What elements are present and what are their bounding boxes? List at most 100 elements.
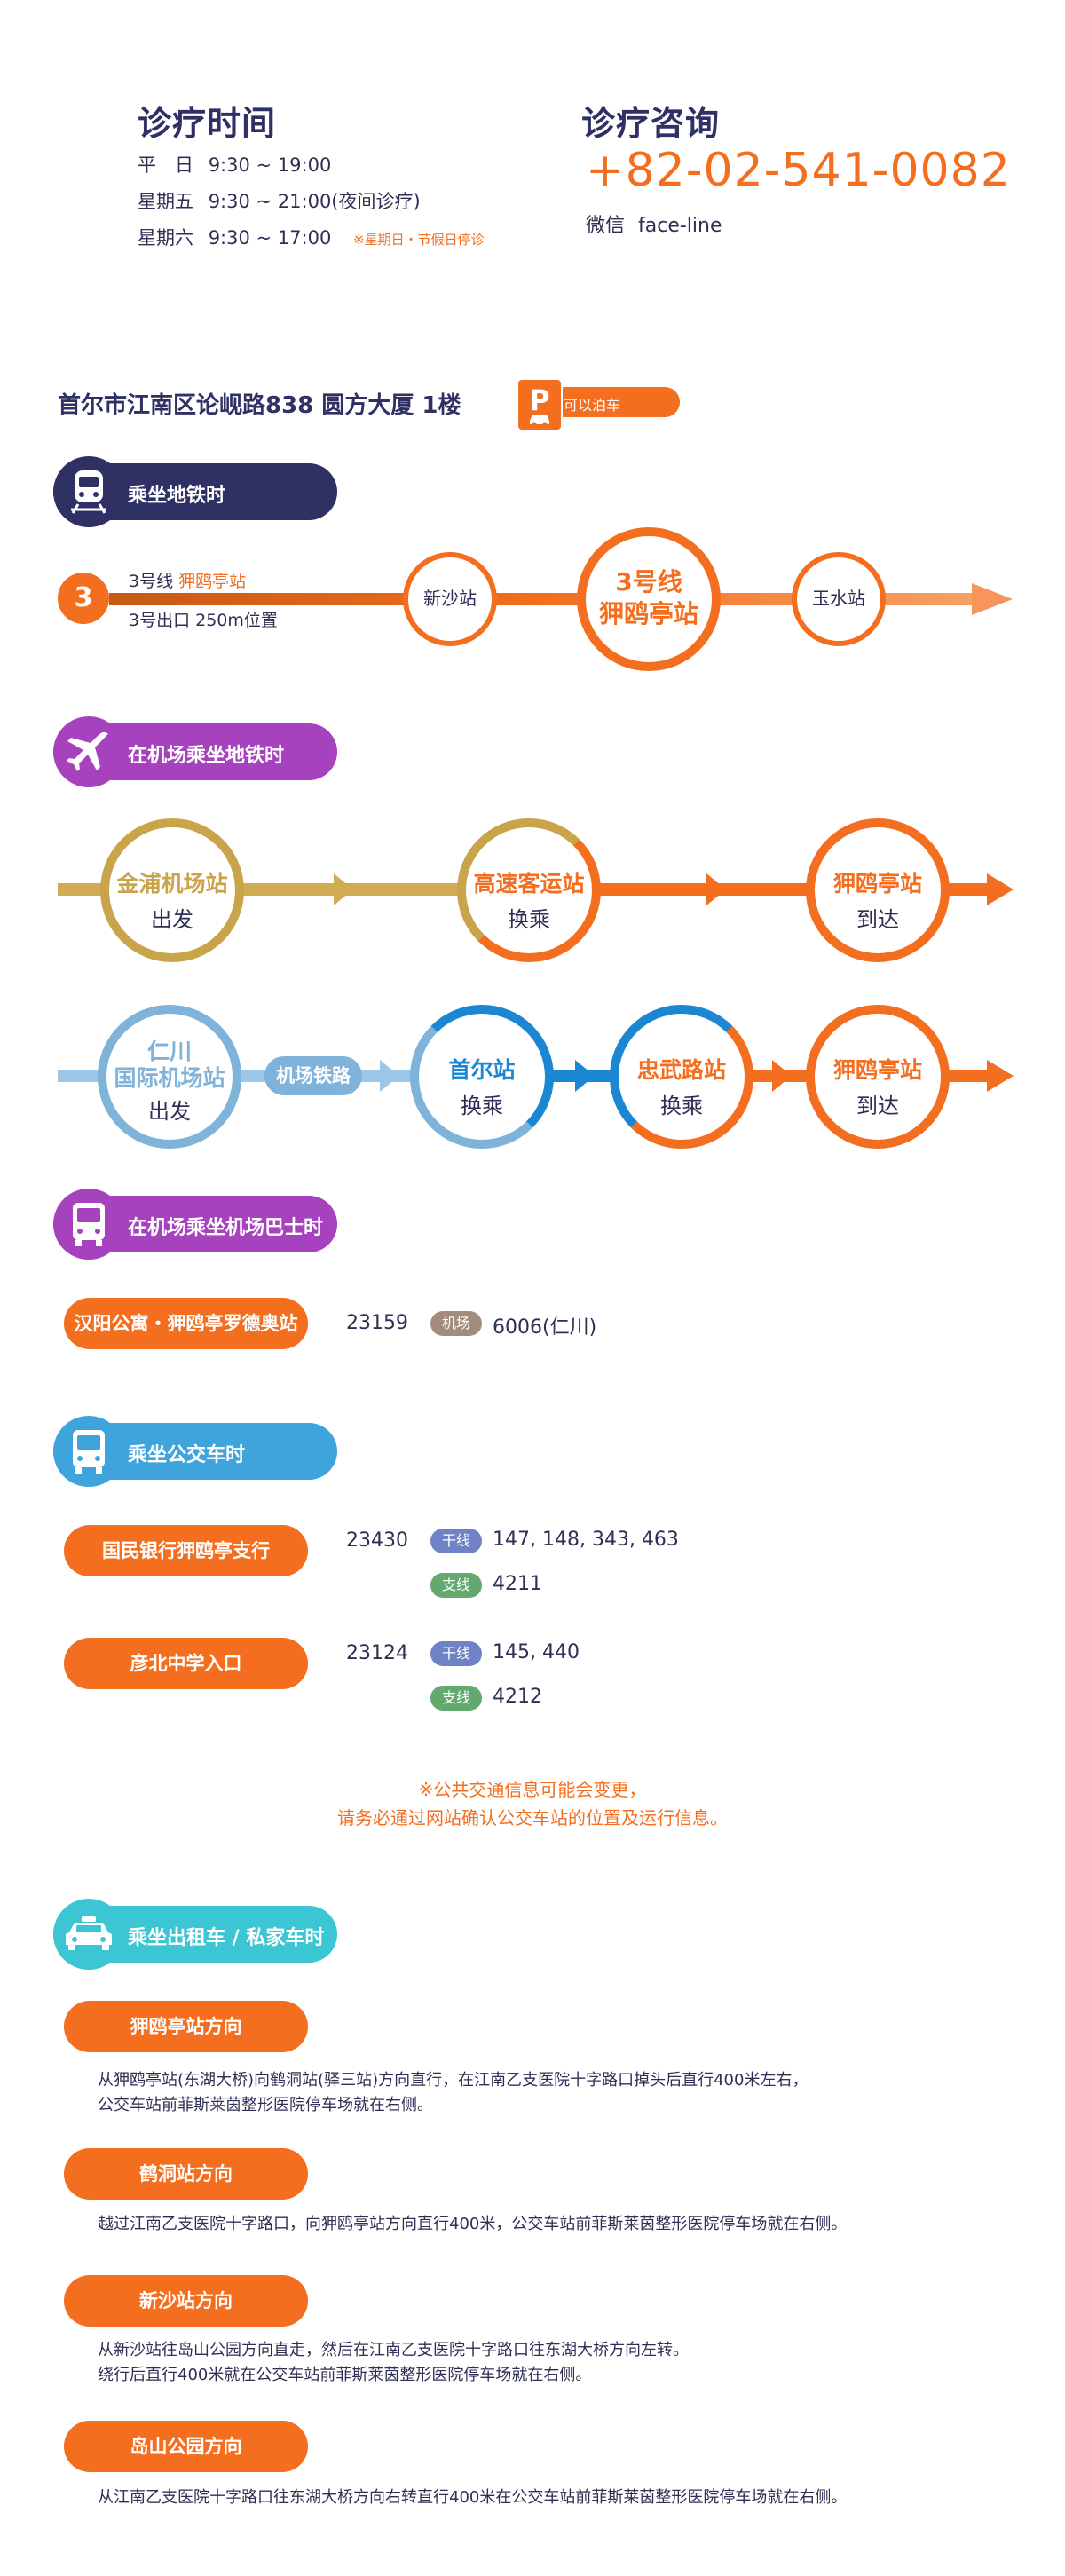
- direction-arrow-icon: [987, 873, 1014, 905]
- station-name: 狎鸥亭站: [598, 599, 698, 628]
- hours-day: 平 日: [138, 154, 193, 176]
- direction-hakdong[interactable]: 鹤洞站方向: [64, 2148, 308, 2200]
- direction-sinsa-desc: 从新沙站往岛山公园方向直走，然后在江南乙支医院十字路口往东湖大桥方向左转。 绕行…: [98, 2338, 1021, 2388]
- section-airport-subway-label: 在机场乘坐地铁时: [128, 745, 285, 767]
- direction-arrow-icon: [987, 1060, 1014, 1092]
- direction-arrow-icon: [575, 1060, 595, 1092]
- station-name: 忠武路站: [636, 1057, 726, 1083]
- holiday-note: ※星期日・节假日停诊: [353, 232, 485, 248]
- station-action: 换乘: [660, 1094, 703, 1118]
- desc-line: 从江南乙支医院十字路口往东湖大桥方向右转直行400米在公交车站前菲斯莱茵整形医院…: [98, 2488, 848, 2507]
- direction-hakdong-desc: 越过江南乙支医院十字路口，向狎鸥亭站方向直行400米，公交车站前菲斯莱茵整形医院…: [98, 2212, 1021, 2237]
- station-name-line2: 国际机场站: [114, 1065, 225, 1091]
- hours-time: 9:30 ~ 21:00(夜间诊疗): [208, 191, 421, 212]
- station-action: 出发: [151, 907, 193, 932]
- airport-icon-circle: [53, 716, 124, 787]
- hours-day: 星期六: [138, 227, 193, 249]
- station-sinsa[interactable]: 新沙站: [403, 552, 497, 646]
- station-apgujeong-arrive[interactable]: 狎鸥亭站 到达: [806, 818, 950, 962]
- direction-arrow-icon: [772, 1060, 792, 1092]
- station-incheon-airport[interactable]: 仁川 国际机场站 出发: [98, 1005, 241, 1149]
- trunk-tag: 干线: [430, 1529, 482, 1553]
- subway-line-info: 3号线 狎鸥亭站: [129, 568, 246, 592]
- station-action: 出发: [148, 1099, 191, 1124]
- desc-line: 公交车站前菲斯莱茵整形医院停车场就在右侧。: [98, 2096, 433, 2114]
- trunk-routes: 145, 440: [493, 1641, 580, 1663]
- car-icon-circle: [53, 1899, 124, 1970]
- wechat-id[interactable]: face-line: [638, 215, 722, 237]
- section-airport-subway: 在机场乘坐地铁时: [53, 716, 337, 787]
- direction-dosan-park-desc: 从江南乙支医院十字路口往东湖大桥方向右转直行400米在公交车站前菲斯莱茵整形医院…: [98, 2485, 1021, 2510]
- consult-title: 诊疗咨询: [581, 104, 721, 143]
- notice-line-2: 请务必通过网站确认公交车站的位置及运行信息。: [337, 1807, 728, 1829]
- bus-icon-circle: [53, 1416, 124, 1487]
- taxi-car-icon: [66, 1916, 112, 1950]
- subway-station-text: 狎鸥亭站: [178, 572, 247, 591]
- station-chungmuro[interactable]: 忠武路站 换乘: [610, 1005, 753, 1149]
- section-bus: 乘坐公交车时: [53, 1416, 337, 1487]
- station-seoul[interactable]: 首尔站 换乘: [410, 1005, 554, 1149]
- hours-time: 9:30 ~ 17:00: [208, 227, 332, 249]
- station-apgujeong-arrive-2[interactable]: 狎鸥亭站 到达: [806, 1005, 950, 1149]
- station-apgujeong[interactable]: 3号线 狎鸥亭站: [577, 527, 721, 671]
- bus-stop-hanyang[interactable]: 汉阳公寓・狎鸥亭罗德奥站: [64, 1298, 308, 1349]
- parking-label: 可以泊车: [564, 397, 621, 414]
- subway-line-text: 3号线: [129, 572, 174, 591]
- wechat-label: 微信: [586, 215, 626, 237]
- station-name: 狎鸥亭站: [832, 1057, 922, 1083]
- station-name: 狎鸥亭站: [832, 871, 922, 897]
- branch-tag: 支线: [430, 1573, 482, 1598]
- bus-stop-kookmin-bank[interactable]: 国民银行狎鸥亭支行: [64, 1525, 308, 1576]
- hours-row-weekday: 平 日 9:30 ~ 19:00: [138, 151, 331, 178]
- station-action: 到达: [856, 1094, 899, 1118]
- section-subway-label: 乘坐地铁时: [128, 485, 226, 507]
- bus-stop-eonbuk-school[interactable]: 彦北中学入口: [64, 1638, 308, 1689]
- direction-arrow-icon: [972, 583, 1013, 615]
- wechat-info: 微信 face-line: [586, 209, 722, 238]
- hours-time: 9:30 ~ 19:00: [208, 154, 332, 176]
- bus-icon: [73, 1203, 105, 1246]
- hours-row-friday: 星期五 9:30 ~ 21:00(夜间诊疗): [138, 187, 421, 214]
- station-name: 仁川: [146, 1039, 192, 1064]
- section-airport-bus-label: 在机场乘坐机场巴士时: [128, 1217, 324, 1239]
- direction-sinsa[interactable]: 新沙站方向: [64, 2275, 308, 2327]
- airport-bus-tag: 机场: [430, 1311, 482, 1336]
- car-icon: [530, 415, 549, 426]
- station-express-bus-terminal[interactable]: 高速客运站 换乘: [457, 818, 601, 962]
- station-name: 玉水站: [812, 588, 865, 609]
- transit-notice: ※公共交通信息可能会变更， 请务必通过网站确认公交车站的位置及运行信息。: [0, 1775, 1065, 1832]
- section-subway: 乘坐地铁时: [53, 456, 337, 527]
- desc-line: 绕行后直行400米就在公交车站前菲斯莱茵整形医院停车场就在右侧。: [98, 2366, 592, 2384]
- direction-apgujeong-desc: 从狎鸥亭站(东湖大桥)向鹤洞站(驿三站)方向直行，在江南乙支医院十字路口掉头后直…: [98, 2068, 1021, 2118]
- station-action: 换乘: [508, 907, 550, 932]
- hours-day: 星期五: [138, 191, 193, 212]
- station-line-label: 3号线: [615, 567, 682, 597]
- phone-number[interactable]: +82-02-541-0082: [586, 144, 1011, 197]
- bus-stop-number: 23159: [346, 1312, 408, 1334]
- trunk-tag: 干线: [430, 1641, 482, 1666]
- station-oksu[interactable]: 玉水站: [792, 552, 886, 646]
- station-name: 高速客运站: [473, 871, 585, 897]
- trunk-routes: 147, 148, 343, 463: [493, 1529, 679, 1551]
- direction-dosan-park[interactable]: 岛山公园方向: [64, 2421, 308, 2472]
- hours-title: 诊疗时间: [138, 104, 277, 143]
- desc-line: 从狎鸥亭站(东湖大桥)向鹤洞站(驿三站)方向直行，在江南乙支医院十字路口掉头后直…: [98, 2071, 809, 2090]
- station-action: 换乘: [461, 1094, 503, 1118]
- parking-letter: P: [529, 383, 550, 417]
- airplane-icon: [67, 731, 108, 771]
- direction-apgujeong[interactable]: 狎鸥亭站方向: [64, 2001, 308, 2052]
- parking-icon: P: [517, 378, 563, 431]
- desc-line: 越过江南乙支医院十字路口，向狎鸥亭站方向直行400米，公交车站前菲斯莱茵整形医院…: [98, 2215, 848, 2233]
- station-action: 到达: [856, 907, 899, 932]
- bus-icon: [73, 1430, 105, 1474]
- station-gimpo-airport[interactable]: 金浦机场站 出发: [100, 818, 244, 962]
- direction-arrow-icon: [334, 873, 353, 905]
- bus-stop-number: 23124: [346, 1642, 408, 1664]
- section-taxi: 乘坐出租车 / 私家车时: [53, 1899, 337, 1970]
- station-name: 首尔站: [448, 1057, 516, 1083]
- line-3-track: [109, 593, 975, 605]
- branch-tag: 支线: [430, 1686, 482, 1711]
- bus-stop-number: 23430: [346, 1529, 408, 1552]
- train-icon: [71, 470, 106, 514]
- section-airport-bus: 在机场乘坐机场巴士时: [53, 1189, 337, 1260]
